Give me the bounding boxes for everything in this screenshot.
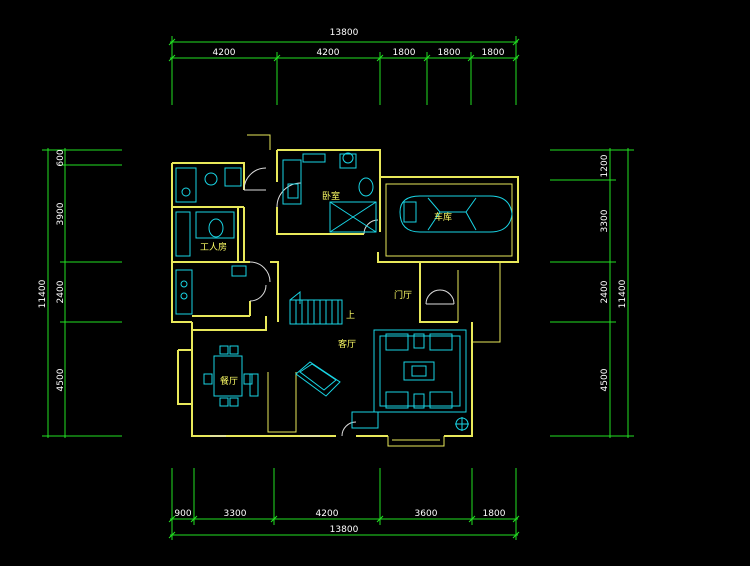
dimension-texts: 13800 4200 4200 1800 1800 1800 900 3300 …: [38, 28, 628, 535]
toilet-icon: [358, 177, 374, 197]
fixtures: [175, 152, 513, 431]
walls: [171, 134, 519, 447]
left-dim-2: 3900: [56, 202, 66, 225]
bottom-dim-3: 4200: [316, 509, 339, 519]
right-dim-2: 3300: [600, 209, 610, 232]
dining-table-icon: [203, 345, 253, 407]
top-dim-3: 1800: [393, 48, 416, 58]
left-dim-3: 2400: [56, 280, 66, 303]
toilet-icon: [208, 218, 224, 238]
room-label-living: 客厅: [338, 338, 356, 350]
dimension-lines: [42, 36, 634, 540]
top-total-dim: 13800: [330, 28, 359, 38]
bottom-dim-1: 900: [174, 509, 191, 519]
right-total-dim: 11400: [618, 279, 628, 308]
shower-icon: [329, 201, 377, 233]
bathtub-icon: [175, 167, 197, 203]
car-icon: [399, 195, 513, 233]
stair-up-label: 上: [346, 310, 355, 321]
room-label-bedroom: 卧室: [322, 190, 340, 202]
right-dim-4: 4500: [600, 368, 610, 391]
room-label-dining: 餐厅: [220, 375, 238, 387]
bottom-dim-5: 1800: [483, 509, 506, 519]
bottom-dim-2: 3300: [224, 509, 247, 519]
left-dim-4: 4500: [56, 368, 66, 391]
top-dim-1: 4200: [213, 48, 236, 58]
piano-icon: [295, 361, 341, 397]
left-dim-1: 600: [56, 149, 66, 166]
plant-icon: [455, 417, 469, 431]
armchair-icon: [351, 411, 379, 429]
room-label-garage: 车库: [434, 211, 452, 223]
right-dim-1: 1200: [600, 154, 610, 177]
top-dim-4: 1800: [438, 48, 461, 58]
room-label-foyer: 门厅: [394, 289, 412, 301]
left-total-dim: 11400: [38, 279, 48, 308]
dimension-ticks: [168, 38, 520, 539]
top-dim-5: 1800: [482, 48, 505, 58]
right-dim-3: 2400: [600, 280, 610, 303]
doors: [243, 167, 455, 437]
room-labels: 卧室 车库 工人房 门厅 上 客厅 餐厅: [200, 190, 452, 387]
stove-icon: [175, 269, 193, 315]
room-label-staff-room: 工人房: [200, 241, 227, 253]
bottom-total-dim: 13800: [330, 525, 359, 535]
sofa-set-icon: [373, 329, 467, 413]
wardrobe-icon: [282, 159, 302, 205]
top-dim-2: 4200: [317, 48, 340, 58]
stair-icon: [289, 290, 343, 325]
bottom-dim-4: 3600: [415, 509, 438, 519]
bed-icon: [175, 211, 191, 257]
kitchen-sink-icon: [231, 265, 247, 277]
basin-icon: [342, 152, 354, 164]
sink-icon: [224, 167, 242, 187]
toilet-icon: [204, 172, 218, 186]
coffee-table-icon: [403, 361, 435, 381]
